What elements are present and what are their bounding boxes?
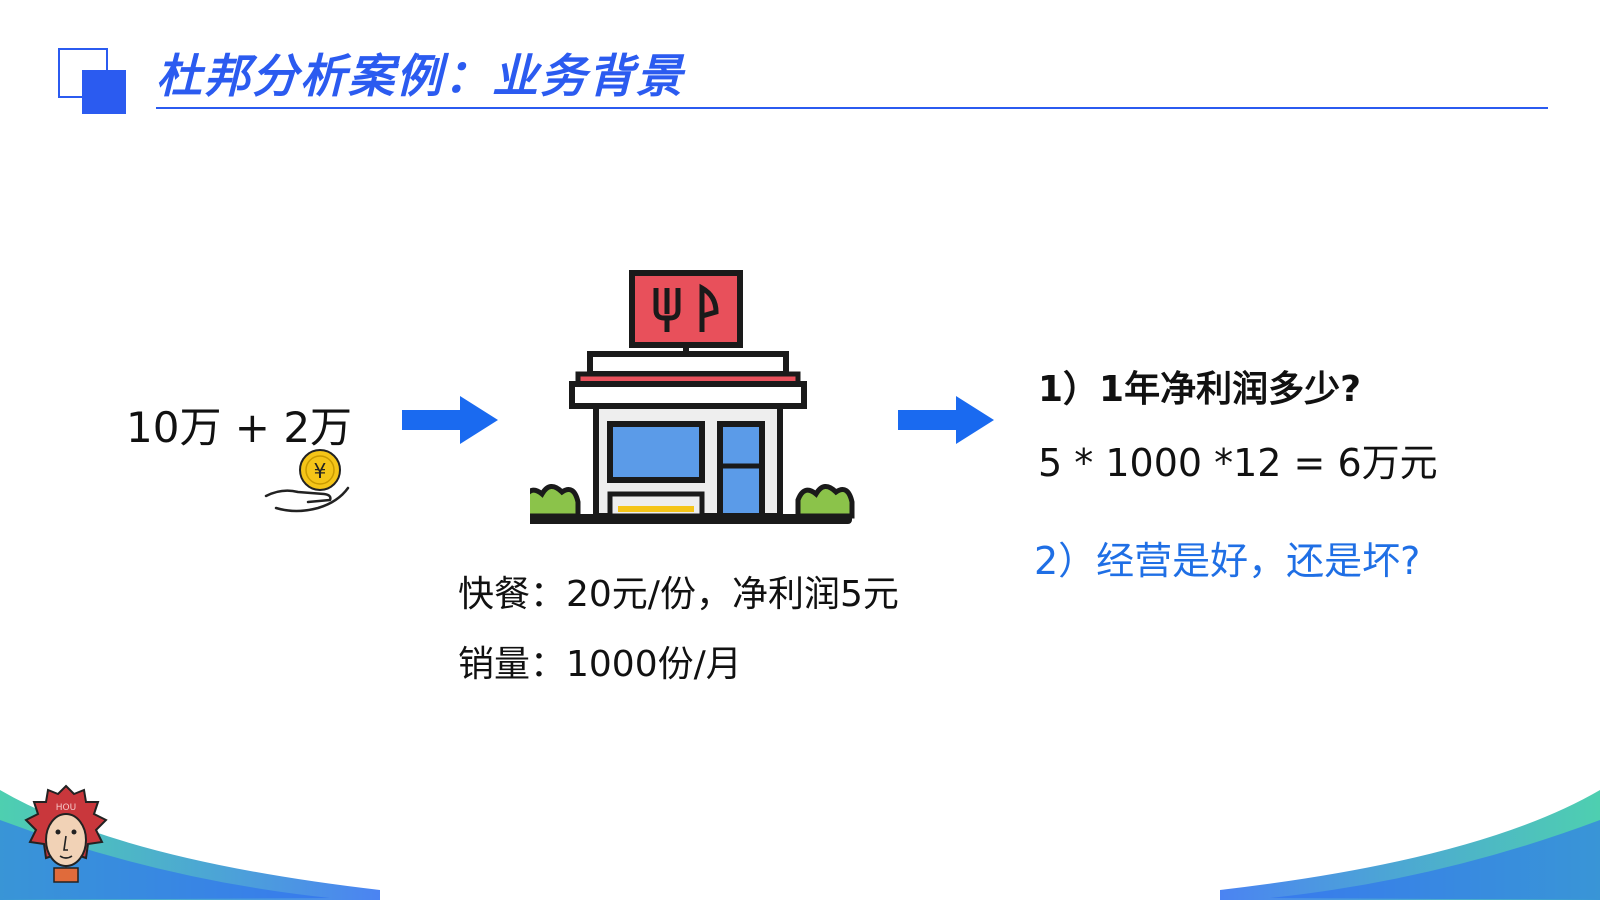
page-title: 杜邦分析案例：业务背景 <box>156 49 684 103</box>
arrow-right-icon <box>898 396 994 444</box>
mascot-label: HOU <box>56 803 76 813</box>
profit-calculation: 5 * 1000 *12 = 6万元 <box>1038 441 1438 485</box>
restaurant-store-icon <box>530 270 855 524</box>
investment-text: 10万 + 2万 <box>126 403 353 452</box>
question-1: 1）1年净利润多少? <box>1038 369 1361 410</box>
coin-hand-icon: ¥ <box>264 449 350 513</box>
question-2: 2）经营是好，还是坏? <box>1034 539 1421 583</box>
title-underline <box>156 107 1548 109</box>
price-line: 快餐：20元/份，净利润5元 <box>458 574 899 615</box>
bottom-wave-decoration <box>0 790 1600 900</box>
store-description: 快餐：20元/份，净利润5元 销量：1000份/月 <box>458 560 899 700</box>
svg-text:¥: ¥ <box>314 459 327 483</box>
title-decoration-icon <box>58 48 128 114</box>
arrow-right-icon <box>402 396 498 444</box>
sales-line: 销量：1000份/月 <box>458 644 742 685</box>
lion-mascot-icon: HOU <box>24 784 108 883</box>
